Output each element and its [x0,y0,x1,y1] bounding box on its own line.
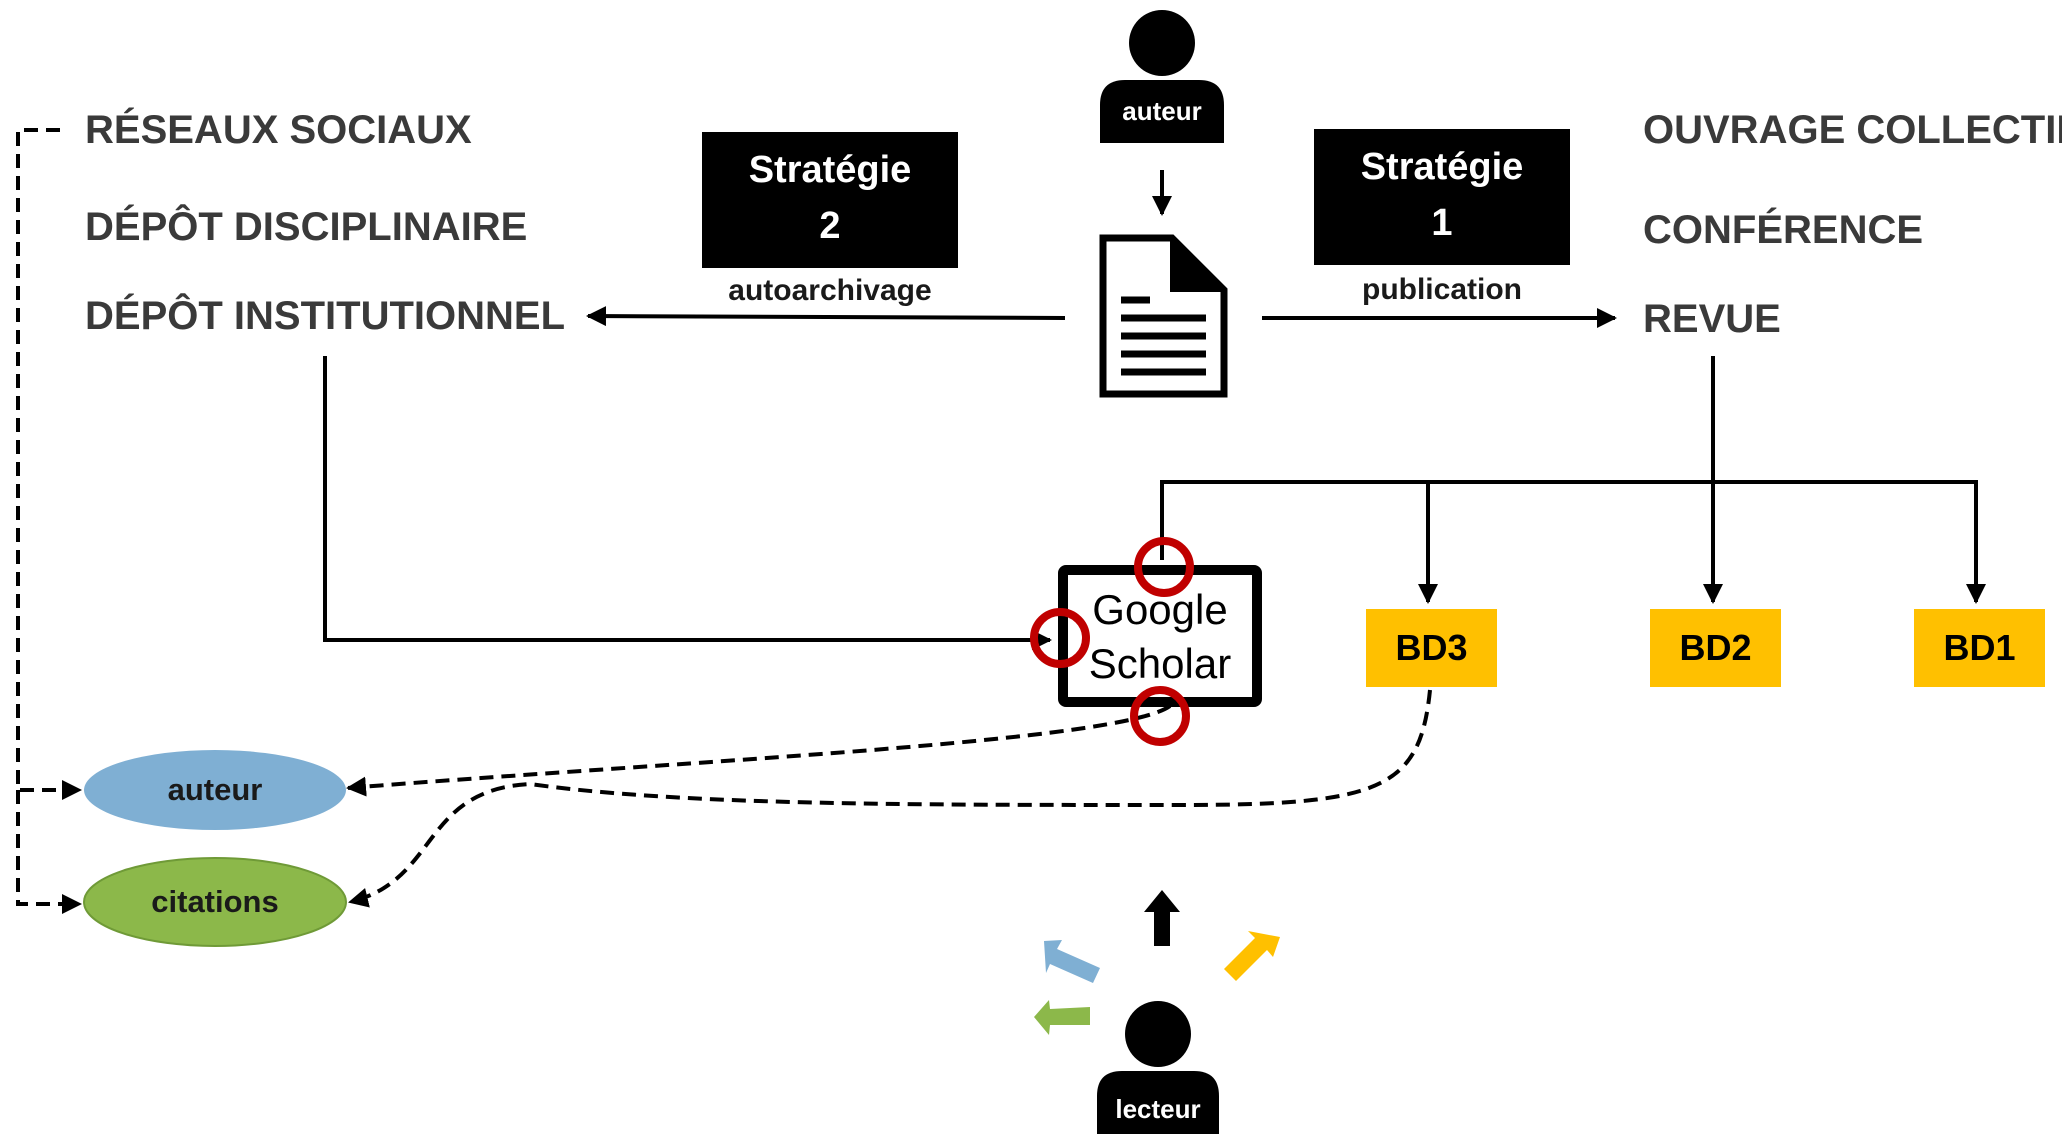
bd3-to-citations-dashed-connector [348,689,1432,908]
reader-green-arrow-icon [1034,1000,1090,1035]
author-output-label: auteur [167,772,263,807]
reader-person-icon [1097,1001,1219,1134]
strategy-1-title: Stratégie [1360,146,1524,188]
target-institutional-repository: DÉPÔT INSTITUTIONNEL [85,294,565,338]
google-scholar-box: Google Scholar [1058,565,1262,707]
target-social-networks: RÉSEAUX SOCIAUX [85,108,472,152]
social-to-citations-dashed-connector [16,790,82,914]
database-bd2: BD2 [1650,609,1781,687]
social-to-author-dashed-connector [16,128,82,800]
reader-blue-arrow-icon [1044,940,1100,983]
citations-output-label: citations [151,884,279,919]
target-collective-work: OUVRAGE COLLECTIF [1643,108,2062,152]
strategy-2-number: 2 [819,205,841,247]
repository-to-scholar-connector [323,356,1052,650]
target-conference: CONFÉRENCE [1643,208,1924,252]
publication-caption: publication [1362,273,1522,306]
target-journal: REVUE [1643,297,1781,341]
strategy-2-box: Stratégie 2 [702,132,958,268]
database-branch-connector [1160,480,1986,604]
database-bd1: BD1 [1914,609,2045,687]
google-scholar-line1: Google [1092,586,1228,633]
database-bd3: BD3 [1366,609,1497,687]
autoarchivage-arrow [586,306,1066,327]
scholar-to-author-dashed-connector [346,704,1172,797]
strategy-2-title: Stratégie [748,149,912,191]
document-icon [1099,234,1228,398]
author-person-icon [1100,10,1224,143]
citations-output-ellipse [83,857,347,947]
strategy-1-box: Stratégie 1 [1314,129,1570,265]
reader-person-label: lecteur [1115,1094,1201,1124]
reader-yellow-arrow-icon [1224,931,1280,981]
strategy-1-number: 1 [1431,202,1453,244]
reader-up-arrow-icon [1144,890,1180,946]
target-disciplinary-repository: DÉPÔT DISCIPLINAIRE [85,205,528,249]
google-scholar-line2: Scholar [1088,640,1232,687]
author-person-label: auteur [1122,96,1202,126]
autoarchivage-caption: autoarchivage [728,274,932,307]
author-output-ellipse [84,750,346,830]
